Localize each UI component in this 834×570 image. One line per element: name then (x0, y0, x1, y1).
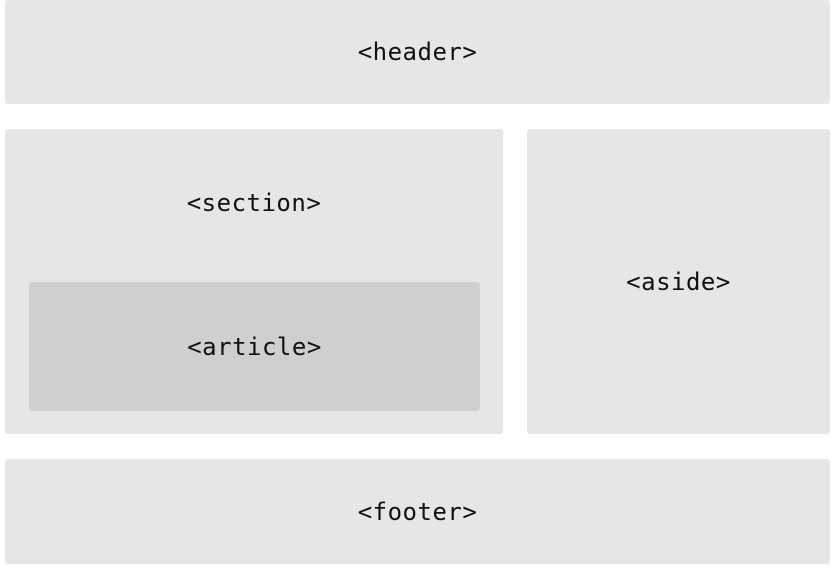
footer-label: <footer> (357, 497, 478, 526)
section-label: <section> (186, 189, 322, 217)
article-label: <article> (187, 332, 322, 361)
header-block: <header> (5, 0, 830, 104)
footer-block: <footer> (5, 459, 830, 564)
aside-block: <aside> (527, 129, 830, 434)
header-label: <header> (357, 38, 478, 66)
article-block: <article> (29, 282, 480, 411)
aside-label: <aside> (626, 267, 731, 296)
section-block: <section> <article> (5, 129, 503, 434)
